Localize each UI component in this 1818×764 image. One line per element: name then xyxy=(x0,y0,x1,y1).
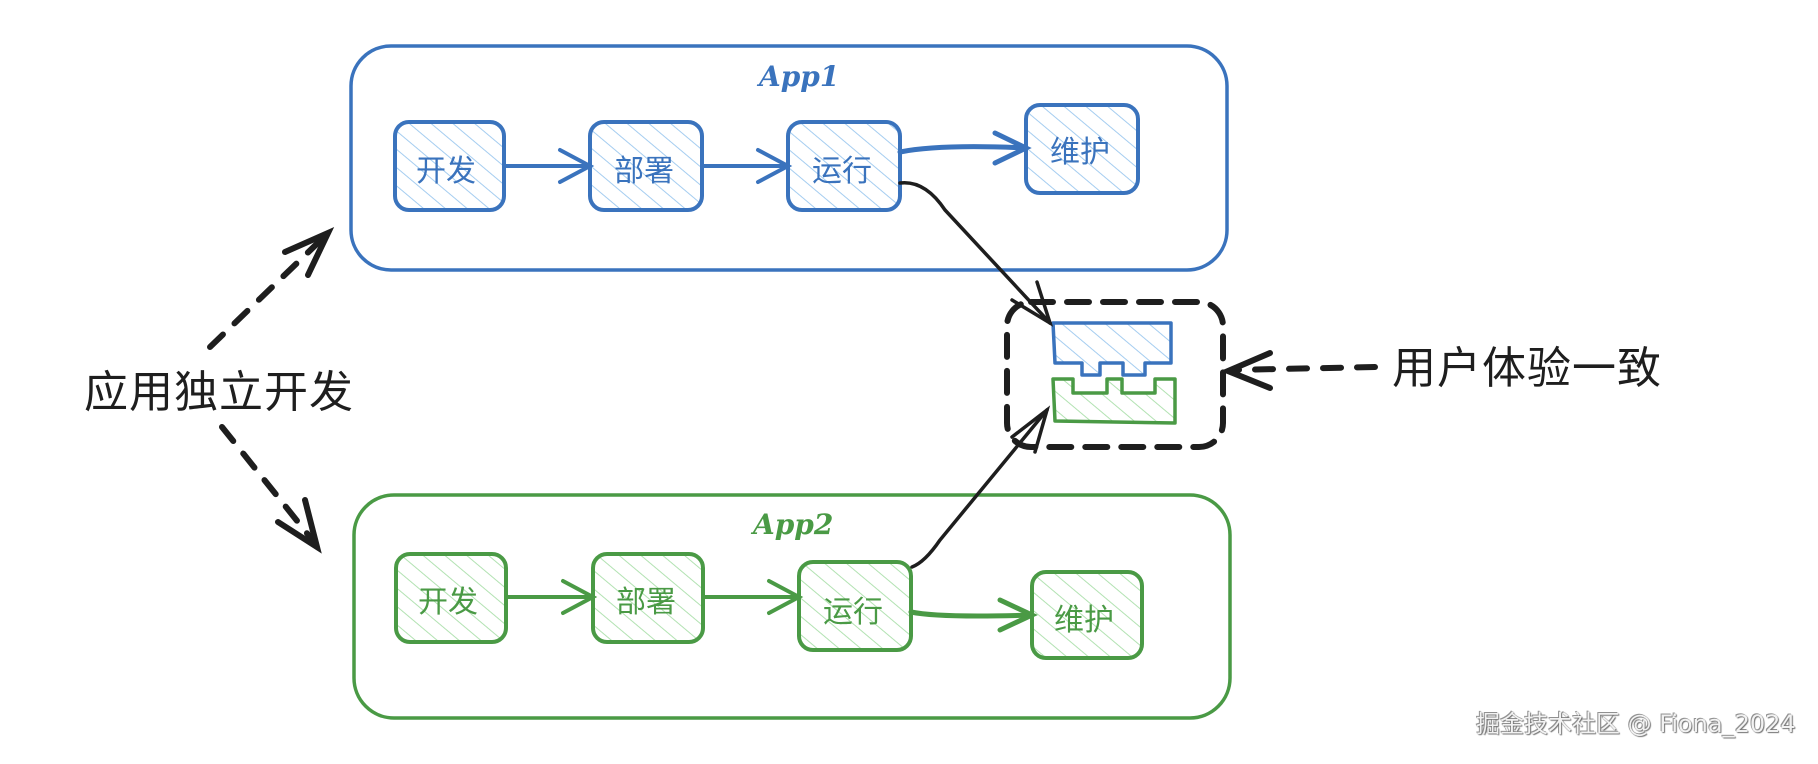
app2-step-label-maintain: 维护 xyxy=(1054,603,1114,638)
consistent-ux-label: 用户体验一致 xyxy=(1392,343,1662,394)
app1-step-label-run: 运行 xyxy=(812,154,872,189)
app2-arrow-deploy-run xyxy=(701,579,804,615)
app1-step-label-dev: 开发 xyxy=(416,154,476,189)
app1-arrow-run-maintain xyxy=(897,130,1032,166)
app2-step-box-run xyxy=(797,560,913,652)
app1-step-label-deploy: 部署 xyxy=(614,154,674,189)
independent-dev-label: 应用独立开发 xyxy=(84,367,354,418)
app1-title: App1 xyxy=(759,60,840,93)
dev-to-app2-dashed-arrow xyxy=(219,424,322,554)
ux-label-dashed-arrow xyxy=(1220,350,1378,391)
app2-puzzle-piece xyxy=(1051,377,1177,425)
app2-step-label-run: 运行 xyxy=(823,595,883,630)
app1-step-label-maintain: 维护 xyxy=(1050,135,1110,170)
watermark: 掘金技术社区 @ Fiona_2024 xyxy=(1476,710,1796,738)
app1-arrow-dev-deploy xyxy=(502,148,595,184)
app2-container xyxy=(352,493,1232,720)
app1-arrow-deploy-run xyxy=(700,148,793,184)
app1-container xyxy=(349,44,1229,272)
app2-step-label-dev: 开发 xyxy=(418,585,478,620)
app1-puzzle-piece xyxy=(1051,321,1173,377)
app2-title: App2 xyxy=(753,508,834,541)
app2-step-label-deploy: 部署 xyxy=(616,585,676,620)
dev-to-app1-dashed-arrow xyxy=(207,226,335,350)
app2-run-to-ux-arrow xyxy=(910,405,1051,569)
app2-arrow-dev-deploy xyxy=(504,579,598,615)
app1-run-to-ux-arrow xyxy=(898,181,1054,327)
app2-arrow-run-maintain xyxy=(908,597,1038,633)
ux-dashed-container xyxy=(1004,299,1226,450)
